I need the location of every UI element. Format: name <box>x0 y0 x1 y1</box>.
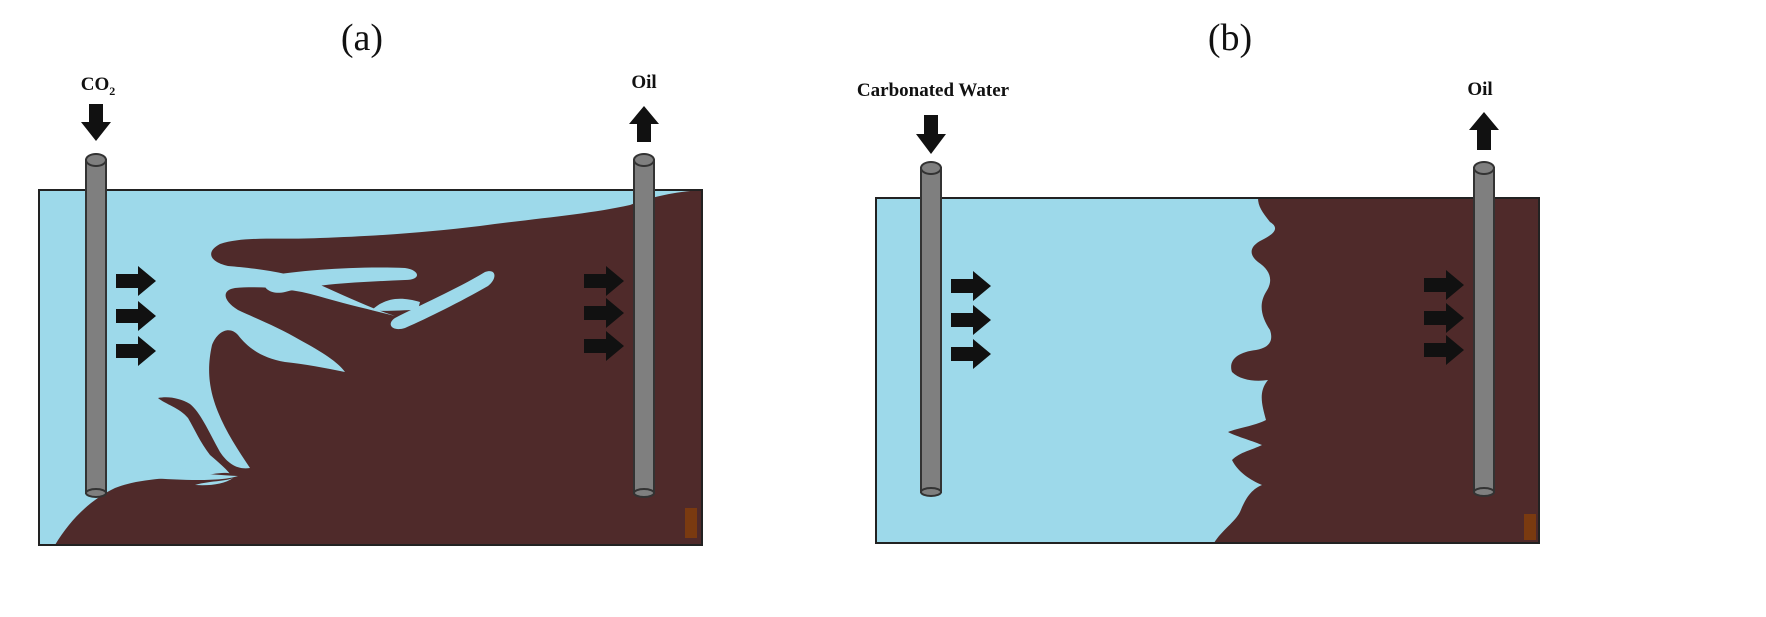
panel-b-injection-well <box>920 161 942 497</box>
panel-a-label: (a) <box>340 17 384 59</box>
panel-b-left-arrow-3 <box>951 339 991 369</box>
panel-a-left-arrow-1 <box>116 266 156 296</box>
panel-b-right-arrows <box>1424 270 1464 365</box>
panel-b-right-arrow-3 <box>1424 335 1464 365</box>
panel-b-right-arrow-2 <box>1424 303 1464 333</box>
panel-b-production-up-arrow <box>1469 112 1499 150</box>
panel-a-finger-4 <box>140 459 222 469</box>
panel-b-left-arrow-2 <box>951 305 991 335</box>
panel-a-reservoir <box>38 189 703 546</box>
panel-a-injection-text: CO <box>80 74 110 95</box>
panel-a-right-arrow-2 <box>584 298 624 328</box>
panel-a-injection-subscript: 2 <box>109 83 116 98</box>
panel-b-left-arrows <box>951 271 991 369</box>
panel-a-injection-well <box>85 153 107 498</box>
panel-b-production-label: Oil <box>1467 79 1493 100</box>
panel-a-injection-well-top <box>85 153 107 167</box>
panel-b-production-well-top <box>1473 161 1495 175</box>
panel-b-production-well-shaft <box>1473 167 1495 493</box>
panel-a-right-arrow-1 <box>584 266 624 296</box>
panel-b-injection-down-arrow <box>916 115 946 154</box>
panel-a-left-arrow-2 <box>116 301 156 331</box>
panel-a-finger-1 <box>264 267 418 293</box>
panel-a-production-well-shaft <box>633 159 655 494</box>
panel-b-injection-well-top <box>920 161 942 175</box>
panel-a-right-arrow-3 <box>584 331 624 361</box>
panel-a-production-up-arrow <box>629 106 659 142</box>
panel-a-oil-body <box>55 190 702 545</box>
panel-a-injection-label: CO2 <box>81 74 116 99</box>
panel-a-reservoir-border <box>38 189 703 546</box>
panel-b-injection-label: Carbonated Water <box>856 80 1010 101</box>
panel-b-reservoir-border <box>875 197 1540 544</box>
panel-b-injection-well-bottom <box>920 487 942 497</box>
panel-b-reservoir <box>875 197 1540 544</box>
panel-b-corner-marker <box>1524 514 1536 540</box>
panel-a-finger-5 <box>142 471 238 480</box>
panel-a-production-label: Oil <box>631 72 657 93</box>
panel-a-injection-well-shaft <box>85 159 107 494</box>
panel-b-production-well-bottom <box>1473 487 1495 497</box>
panel-a-finger-2 <box>390 271 495 330</box>
panel-a-production-well <box>633 153 655 498</box>
panel-b-production-well <box>1473 161 1495 497</box>
panel-b-right-arrow-1 <box>1424 270 1464 300</box>
panel-a-right-arrows <box>584 266 624 361</box>
panel-b-left-arrow-1 <box>951 271 991 301</box>
panel-a-left-arrow-3 <box>116 336 156 366</box>
panel-a-injection-well-bottom <box>85 488 107 498</box>
panel-a-production-well-bottom <box>633 488 655 498</box>
panel-b-label: (b) <box>1207 17 1253 59</box>
panel-a-finger-3 <box>372 298 420 311</box>
panel-b-injection-well-shaft <box>920 167 942 493</box>
panel-a-corner-marker <box>685 508 697 538</box>
panel-a-left-arrows <box>116 266 156 366</box>
panel-a-injection-down-arrow <box>81 104 111 141</box>
panel-a-production-well-top <box>633 153 655 167</box>
